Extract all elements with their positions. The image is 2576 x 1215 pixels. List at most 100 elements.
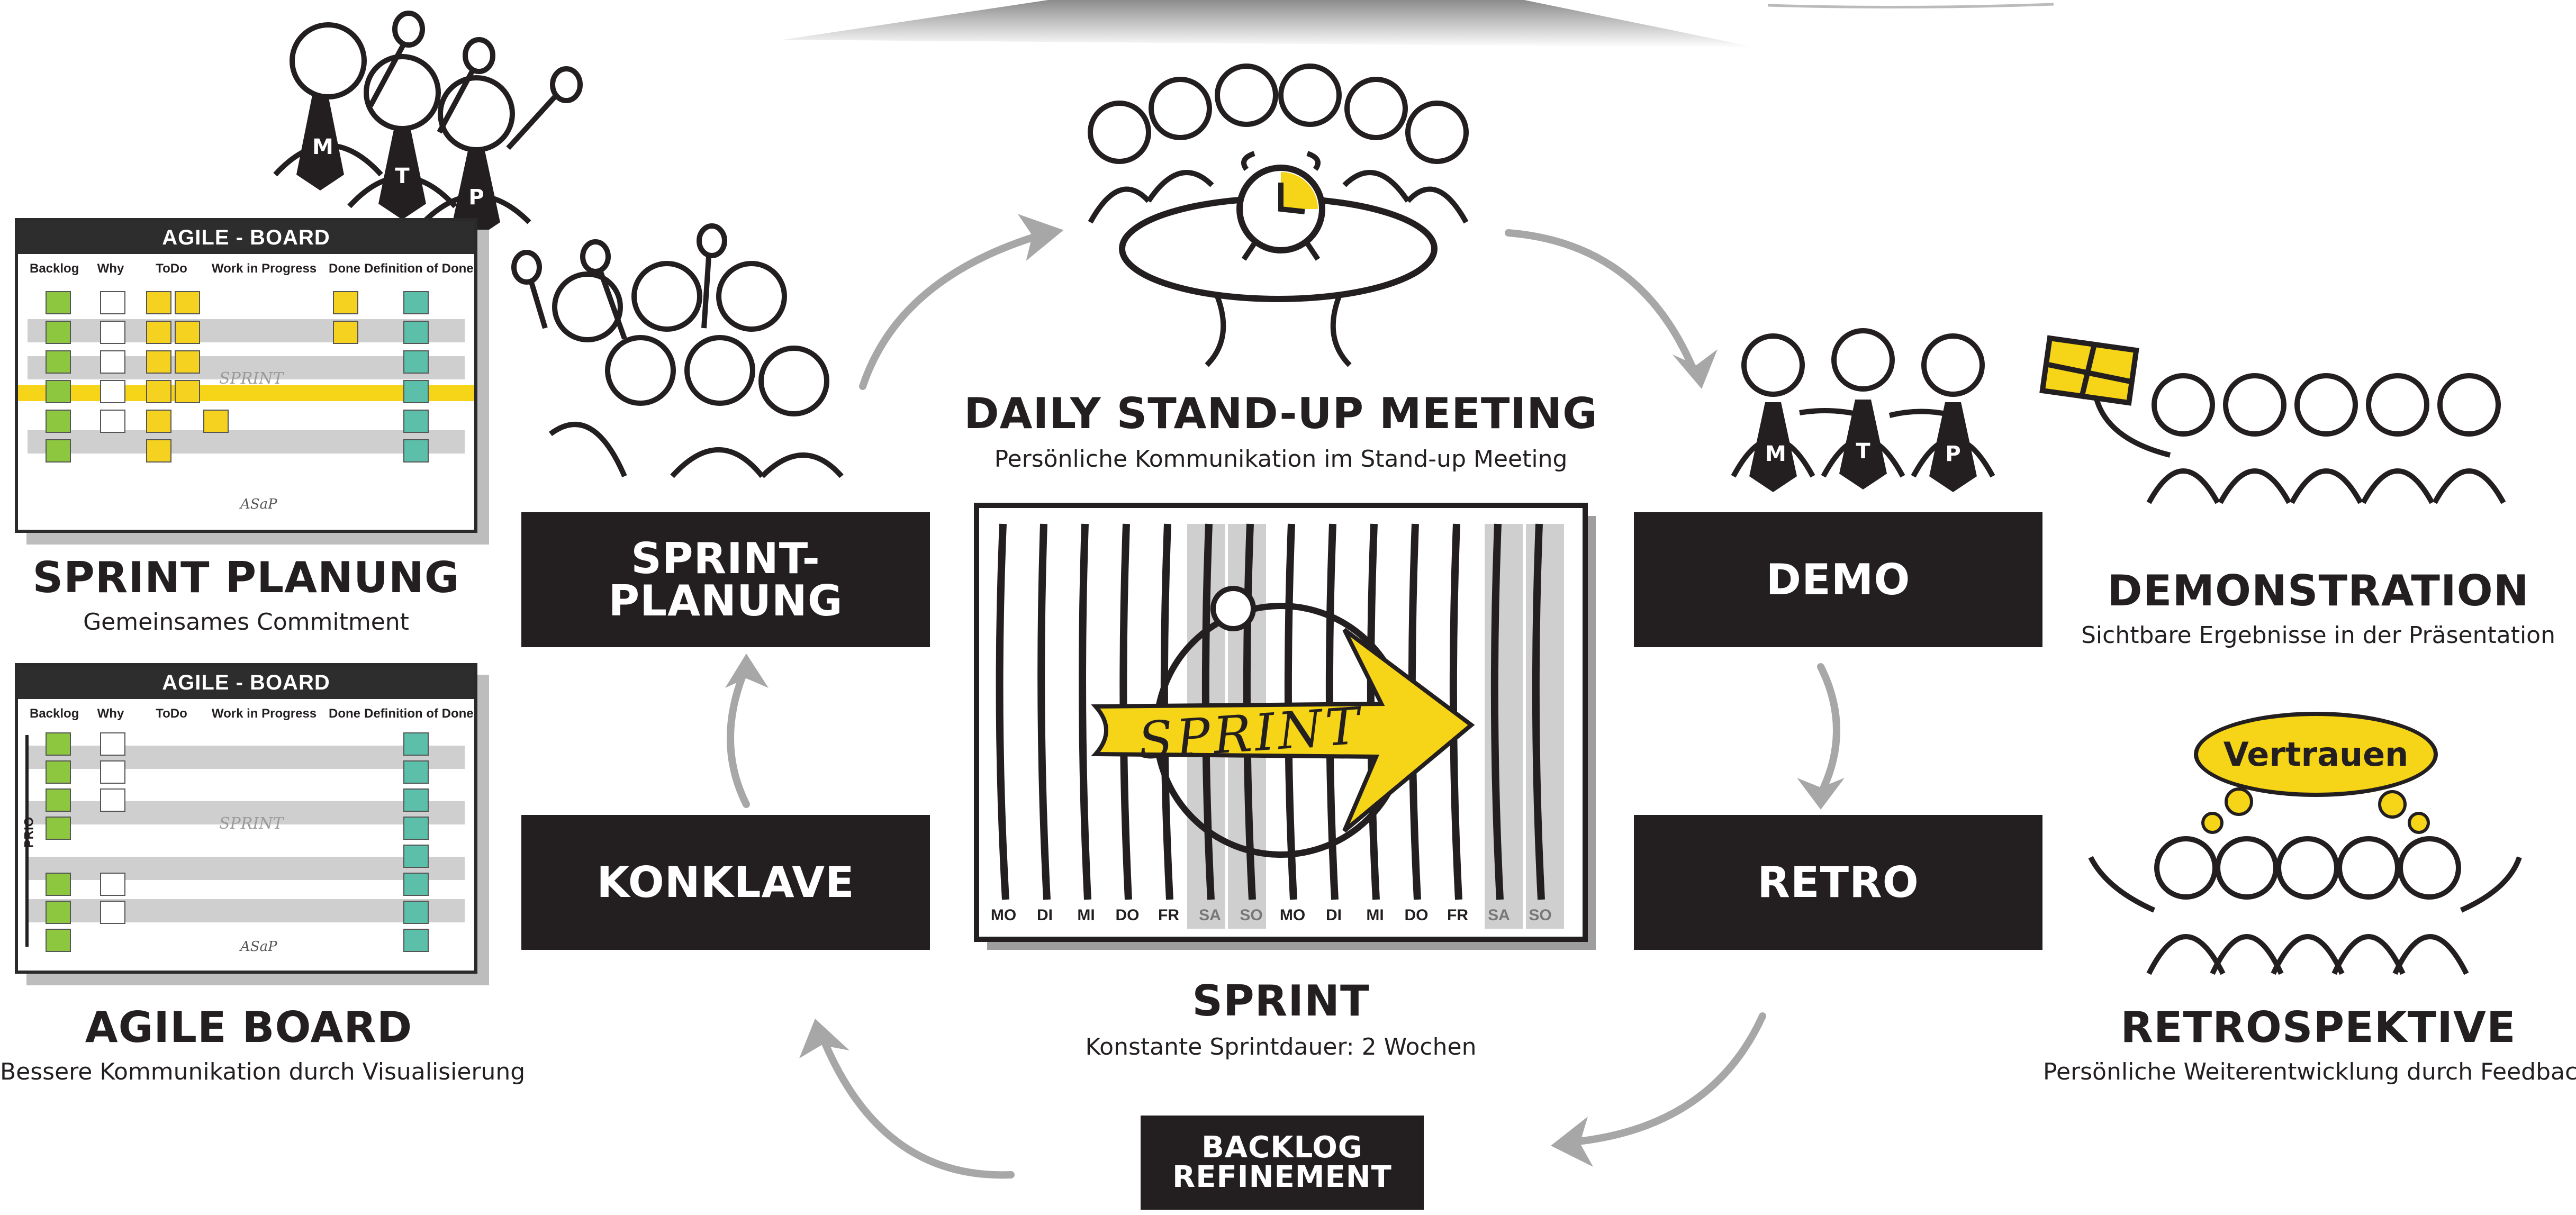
sticky-note <box>46 817 71 840</box>
arrowhead-konklave <box>799 1019 849 1058</box>
sticky-note <box>100 788 125 812</box>
sprint-title: SPRINT <box>1192 976 1370 1026</box>
sticky-note <box>403 788 429 812</box>
sticky-note <box>100 291 125 314</box>
sticky-note <box>46 929 71 952</box>
demonstration-subtitle: Sichtbare Ergebnisse in der Präsentation <box>2081 622 2555 649</box>
planning-team-illustration <box>511 223 844 478</box>
tie-letter-p-right: P <box>1945 442 1961 466</box>
sticky-note <box>100 901 125 924</box>
sticky-note <box>46 760 71 784</box>
retrospektive-subtitle: Persönliche Weiterentwicklung durch Feed… <box>2043 1058 2576 1085</box>
sticky-note <box>100 760 125 784</box>
calendar-day-label: DO <box>1115 906 1140 924</box>
sticky-note <box>403 929 429 952</box>
sticky-note <box>46 873 71 896</box>
sticky-note <box>146 321 171 344</box>
sticky-note <box>403 321 429 344</box>
calendar-day-label: DI <box>1037 906 1053 924</box>
agile-board-top: AGILE - BOARD Backlog Why ToDo Work in P… <box>15 218 477 533</box>
trust-thought-bubble: Vertrauen <box>2194 712 2438 797</box>
backlog-refinement-label: BACKLOG REFINEMENT <box>1172 1130 1392 1194</box>
sticky-note <box>146 350 171 374</box>
column-why: Why <box>97 261 124 276</box>
calendar-day-label: DO <box>1404 906 1429 924</box>
clock-bells <box>1241 151 1321 171</box>
column-backlog: Backlog <box>30 706 79 721</box>
retrospective-illustration <box>2088 836 2522 975</box>
retro-block: RETRO <box>1634 815 2042 950</box>
sprint-subtitle: Konstante Sprintdauer: 2 Wochen <box>1085 1033 1477 1060</box>
retro-label: RETRO <box>1757 857 1919 907</box>
sticky-note <box>46 380 71 403</box>
sticky-note <box>100 732 125 756</box>
arrowhead-backlog <box>1551 1117 1593 1167</box>
calendar-day-label: SA <box>1488 906 1510 924</box>
sticky-note <box>46 291 71 314</box>
column-dod: Definition of Done <box>364 706 474 721</box>
agile-board-top-columns: Backlog Why ToDo Work in Progress Done D… <box>18 258 474 283</box>
arrow-backlog-to-konklave <box>817 1028 1015 1179</box>
tie-letter-t-left: T <box>395 164 410 188</box>
arrowhead-demo <box>1673 349 1718 389</box>
sprint-planung-subtitle: Gemeinsames Commitment <box>83 609 409 636</box>
column-done: Done <box>329 706 360 721</box>
sticky-note <box>333 321 358 344</box>
tie-p-right <box>1929 402 1977 492</box>
tie-letter-m-left: M <box>312 135 333 159</box>
column-backlog: Backlog <box>30 261 79 276</box>
sticky-note <box>175 380 200 403</box>
clock-legs <box>1241 242 1321 261</box>
board-sprint-stamp: SPRINT <box>219 369 284 388</box>
column-wip: Work in Progress <box>211 261 317 276</box>
tie-p-left <box>453 148 500 238</box>
sticky-note <box>146 291 171 314</box>
agile-board-top-title: AGILE - BOARD <box>18 221 474 254</box>
arrow-konklave-to-planung <box>727 663 750 808</box>
sticky-note <box>403 901 429 924</box>
demonstration-illustration <box>2093 373 2506 504</box>
daily-standup-title: DAILY STAND-UP MEETING <box>964 389 1598 438</box>
sticky-note <box>175 321 200 344</box>
sprint-planung-label: SPRINT- PLANUNG <box>608 533 843 625</box>
demo-team-illustration <box>1731 328 1995 478</box>
demonstration-title: DEMONSTRATION <box>2107 566 2529 615</box>
sticky-note <box>175 291 200 314</box>
sticky-note <box>100 350 125 374</box>
sticky-note <box>403 845 429 868</box>
board-stripe <box>28 899 465 922</box>
sticky-note <box>333 291 358 314</box>
sticky-note <box>46 321 71 344</box>
board-highlight-stripe <box>18 385 474 401</box>
agile-board-bottom-columns: Backlog Why ToDo Work in Progress Done D… <box>18 703 474 728</box>
column-dod: Definition of Done <box>364 261 474 276</box>
top-right-scribble <box>1767 3 2054 9</box>
sticky-note <box>146 410 171 433</box>
sticky-note <box>46 439 71 463</box>
sticky-note <box>403 760 429 784</box>
sticky-note <box>403 873 429 896</box>
clock-face-yellow <box>1281 172 1318 209</box>
board-signature: ASaP <box>240 939 277 955</box>
daily-standup-illustration <box>1088 64 1469 367</box>
sprint-planung-title: SPRINT PLANUNG <box>32 553 460 602</box>
sprint-cycle-knob <box>1210 586 1256 631</box>
sprint-planung-block: SPRINT- PLANUNG <box>521 512 930 647</box>
sticky-note <box>46 732 71 756</box>
sticky-note <box>403 380 429 403</box>
board-signature: ASaP <box>240 496 277 512</box>
agile-board-bottom-title: AGILE - BOARD <box>18 666 474 699</box>
board-sprint-stamp: SPRINT <box>219 814 284 833</box>
calendar-day-label: MI <box>1077 906 1095 924</box>
backlog-refinement-block: BACKLOG REFINEMENT <box>1141 1116 1424 1210</box>
trust-label: Vertrauen <box>2223 735 2409 774</box>
sticky-note <box>146 439 171 463</box>
calendar-day-label: MO <box>1279 906 1306 924</box>
column-done: Done <box>329 261 360 276</box>
sticky-note <box>46 788 71 812</box>
agile-board-subtitle: Bessere Kommunikation durch Visualisieru… <box>0 1058 526 1085</box>
demo-label: DEMO <box>1766 555 1911 604</box>
gift-ribbon <box>2048 343 2132 400</box>
calendar-day-label: FR <box>1447 906 1468 924</box>
